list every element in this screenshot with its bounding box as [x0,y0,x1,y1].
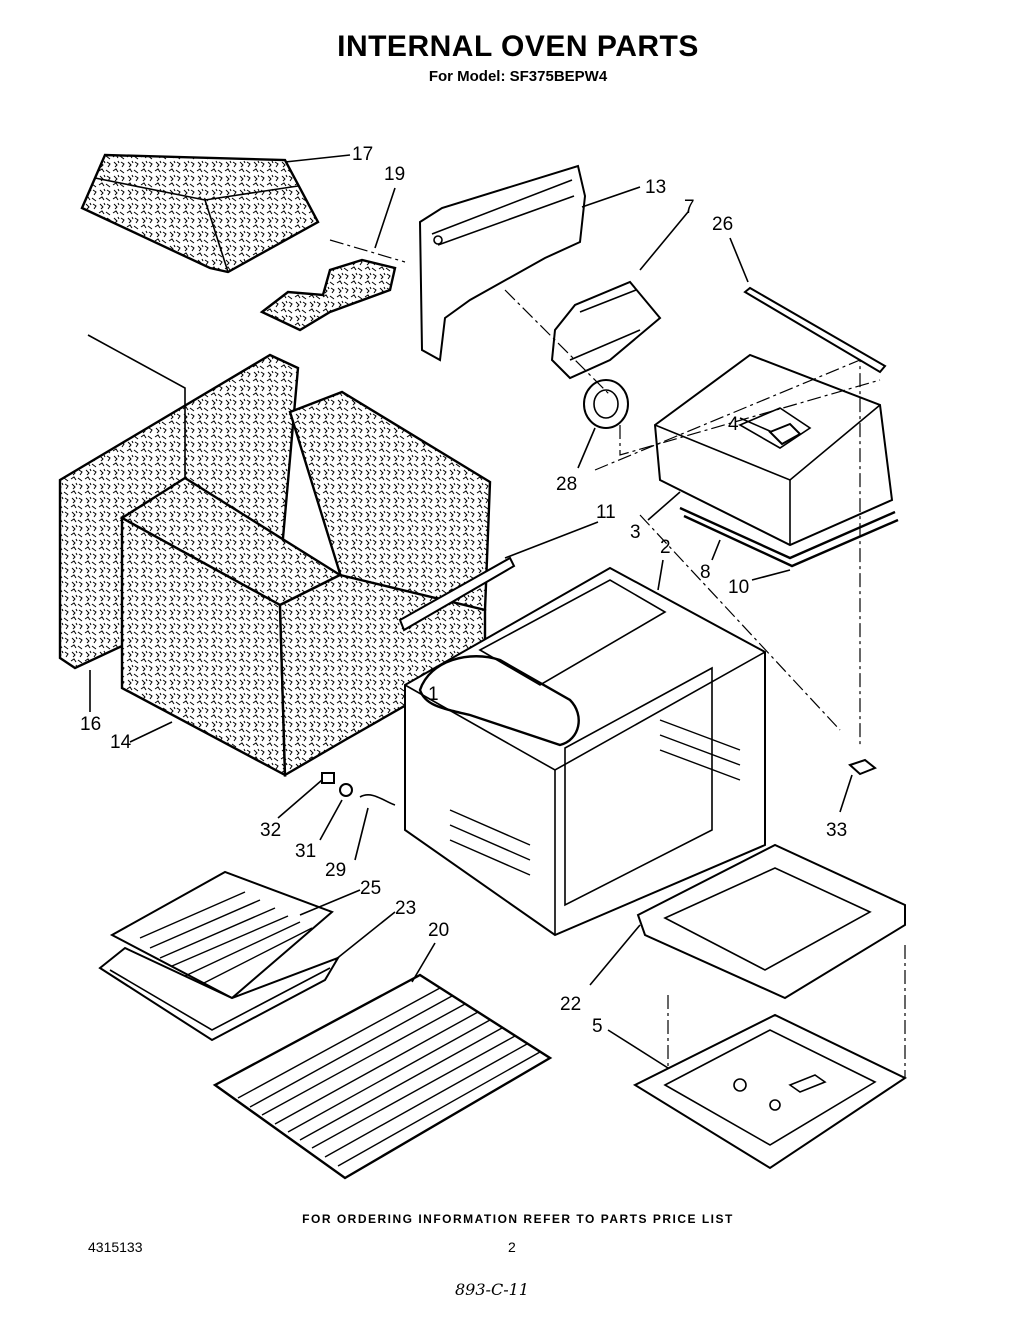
bottom-pan-part [632,1013,908,1170]
part-label-16: 16 [80,714,101,735]
part-label-7: 7 [684,197,695,218]
part-label-28: 28 [556,474,577,495]
oven-wrap-insulation-part [119,390,492,778]
ordering-note: FOR ORDERING INFORMATION REFER TO PARTS … [302,1212,734,1226]
part-label-23: 23 [395,898,416,919]
part-label-22: 22 [560,994,581,1015]
handwritten-note: 893-C-11 [455,1280,529,1299]
part-label-14-visible: 14 [110,732,132,753]
liner-gasket-part [418,655,580,747]
part-label-19: 19 [384,164,405,185]
part-label-29: 29 [325,860,346,881]
part-label-1: 1 [428,684,439,705]
part-label-26: 26 [712,214,733,235]
bottom-frame-part [636,843,906,1000]
insulation-pad-part [259,258,397,332]
part-label-32: 32 [260,820,281,841]
part-label-5: 5 [592,1016,603,1037]
rear-panel-part [418,164,587,362]
leader-lines [89,154,853,1069]
model-subtitle: For Model: SF375BEPW4 [428,68,608,85]
part-label-33: 33 [826,820,847,841]
part-label-31: 31 [295,841,316,862]
part-label-8: 8 [700,562,711,583]
part-label-4: 4 [728,414,739,435]
part-label-17: 17 [352,144,373,165]
part-label-2: 2 [660,537,671,558]
part-label-3: 3 [630,522,641,543]
part-label-20: 20 [428,920,449,941]
oven-rack-part [212,973,553,1180]
page-title: INTERNAL OVEN PARTS [337,30,699,63]
ring-gasket-part [583,379,629,429]
broiler-grid-part [109,870,334,1000]
top-insulation-part [80,153,320,274]
alignment-lines [87,239,906,1078]
document-number: 4315133 [88,1239,143,1255]
hardware-parts [321,758,877,806]
vent-duct-part [550,280,662,380]
upper-shroud-part [653,353,894,547]
part-label-10: 10 [728,577,749,598]
bracket-part [768,422,802,446]
trim-strip-part [743,286,887,374]
part-label-25: 25 [360,878,381,899]
page-number: 2 [508,1239,516,1255]
part-label-13: 13 [645,177,666,198]
part-label-11: 11 [596,502,616,523]
mounting-bracket-part [398,556,516,632]
